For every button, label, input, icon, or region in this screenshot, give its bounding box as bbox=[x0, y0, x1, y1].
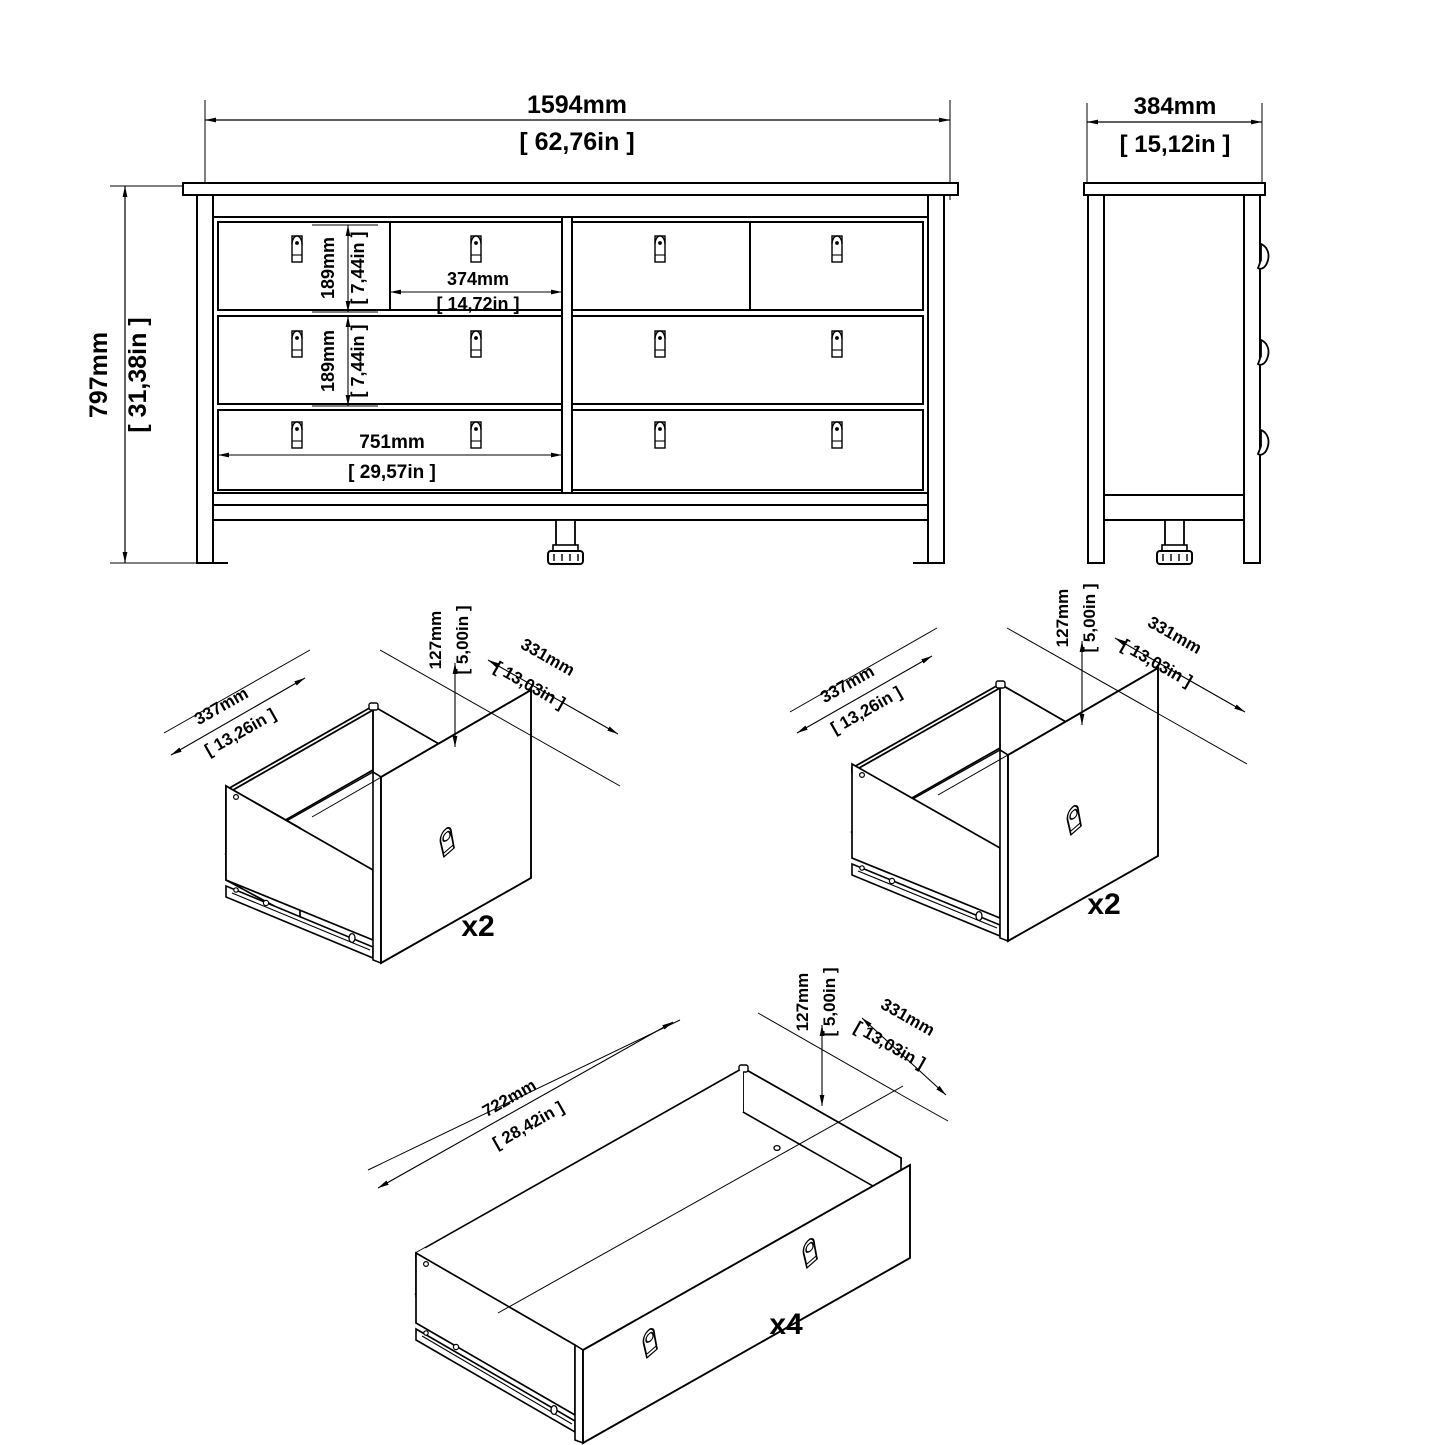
dimension-small-left-height: 127mm [ 5,00in ] bbox=[426, 606, 472, 747]
cabinet-carcass bbox=[196, 194, 945, 564]
small-left-height-in: [ 5,00in ] bbox=[453, 606, 472, 675]
quantity-label-small-left: x2 bbox=[461, 910, 494, 943]
part-small-drawer-right: 337mm [ 13,26in ] 331mm [ 13,03in ] 127m… bbox=[789, 584, 1248, 943]
mid-drawer-height-mm: 189mm bbox=[318, 330, 338, 392]
handle-icon[interactable] bbox=[470, 421, 482, 449]
quantity-label-small-right: x2 bbox=[1087, 888, 1120, 921]
small-left-height-mm: 127mm bbox=[426, 611, 445, 670]
dimension-overall-height: 797mm [ 31,38in ] bbox=[85, 185, 215, 564]
small-right-height-mm: 127mm bbox=[1053, 589, 1072, 648]
handle-icon[interactable] bbox=[470, 235, 482, 263]
part-small-drawer-left: 337mm [ 13,26in ] 331mm [ 13,03in ] 127m… bbox=[163, 606, 621, 965]
drawer-front-mid-left[interactable] bbox=[217, 315, 563, 405]
front-height-mm-label: 797mm bbox=[85, 332, 113, 418]
side-handle-profile-2 bbox=[1256, 338, 1270, 366]
dimension-wide-drawer-width: 751mm [ 29,57in ] bbox=[217, 425, 563, 490]
drawer-front-bot-left[interactable] bbox=[217, 409, 563, 491]
handle-icon[interactable] bbox=[831, 330, 843, 358]
side-handle-profile-3 bbox=[1256, 428, 1270, 456]
small-drawer-left-iso bbox=[224, 688, 532, 965]
wide-drawer-iso bbox=[414, 1064, 911, 1445]
wide-drawer-width-in: [ 29,57in ] bbox=[348, 462, 436, 483]
side-front-leg bbox=[1087, 194, 1105, 564]
drawer-row-middle bbox=[217, 315, 924, 405]
drawer-front-top-3[interactable] bbox=[571, 221, 751, 311]
drawer-row-top bbox=[217, 221, 924, 311]
side-top-panel bbox=[1083, 182, 1266, 196]
wide-height-in: [ 5,00in ] bbox=[820, 968, 839, 1037]
drawer-front-top-4[interactable] bbox=[749, 221, 924, 311]
drawer-front-top-1[interactable] bbox=[217, 221, 391, 311]
front-width-in-label: [ 62,76in ] bbox=[519, 128, 634, 156]
handle-icon[interactable] bbox=[470, 330, 482, 358]
part-wide-drawer: 722mm [ 28,42in ] 331mm [ 13,03in ] 127m… bbox=[367, 968, 949, 1445]
dimension-mid-drawer-height: 189mm [ 7,44in ] bbox=[312, 315, 378, 407]
handle-icon[interactable] bbox=[291, 421, 303, 449]
side-elevation-group: 384mm [ 15,12in ] bbox=[1083, 93, 1270, 565]
handle-icon[interactable] bbox=[654, 421, 666, 449]
side-back-leg bbox=[1243, 194, 1261, 564]
small-right-height-in: [ 5,00in ] bbox=[1080, 584, 1099, 653]
dimension-small-right-height: 127mm [ 5,00in ] bbox=[1053, 584, 1099, 725]
front-height-in-label: [ 31,38in ] bbox=[124, 317, 152, 432]
drawer-row-bottom bbox=[217, 409, 924, 491]
side-panel bbox=[1103, 194, 1245, 496]
top-drawer-height-mm: 189mm bbox=[318, 237, 338, 299]
handle-icon[interactable] bbox=[291, 235, 303, 263]
dimension-top-drawer-height: 189mm [ 7,44in ] bbox=[312, 224, 378, 313]
top-drawer-height-in: [ 7,44in ] bbox=[348, 231, 368, 304]
handle-icon[interactable] bbox=[831, 235, 843, 263]
quantity-label-wide: x4 bbox=[769, 1308, 803, 1341]
mid-drawer-height-in: [ 7,44in ] bbox=[348, 324, 368, 397]
small-drawer-width-mm: 374mm bbox=[447, 269, 509, 289]
cabinet-top-panel bbox=[182, 182, 959, 196]
wide-drawer-width-mm: 751mm bbox=[359, 432, 425, 453]
front-elevation-group: 1594mm [ 62,76in ] 797mm [ 31,38in ] bbox=[85, 91, 959, 565]
handle-icon[interactable] bbox=[291, 330, 303, 358]
drawer-front-mid-right[interactable] bbox=[571, 315, 924, 405]
dimension-side-depth: 384mm [ 15,12in ] bbox=[1086, 93, 1263, 195]
wide-height-mm: 127mm bbox=[793, 973, 812, 1032]
handle-icon[interactable] bbox=[831, 421, 843, 449]
side-centre-foot bbox=[1156, 519, 1193, 565]
side-handle-profile-1 bbox=[1256, 242, 1270, 270]
side-depth-in-label: [ 15,12in ] bbox=[1120, 131, 1231, 158]
handle-icon[interactable] bbox=[654, 330, 666, 358]
drawer-front-bot-right[interactable] bbox=[571, 409, 924, 491]
handle-icon[interactable] bbox=[654, 235, 666, 263]
centre-foot bbox=[547, 519, 584, 565]
small-drawer-right-iso bbox=[850, 666, 1159, 943]
small-drawer-width-in: [ 14,72in ] bbox=[436, 294, 519, 314]
side-depth-mm-label: 384mm bbox=[1134, 93, 1217, 120]
front-width-mm-label: 1594mm bbox=[527, 91, 627, 119]
dimension-wide-height: 127mm [ 5,00in ] bbox=[793, 968, 839, 1106]
dimension-small-drawer-width: 374mm [ 14,72in ] bbox=[389, 240, 563, 314]
dimension-overall-width: 1594mm [ 62,76in ] bbox=[204, 91, 951, 200]
